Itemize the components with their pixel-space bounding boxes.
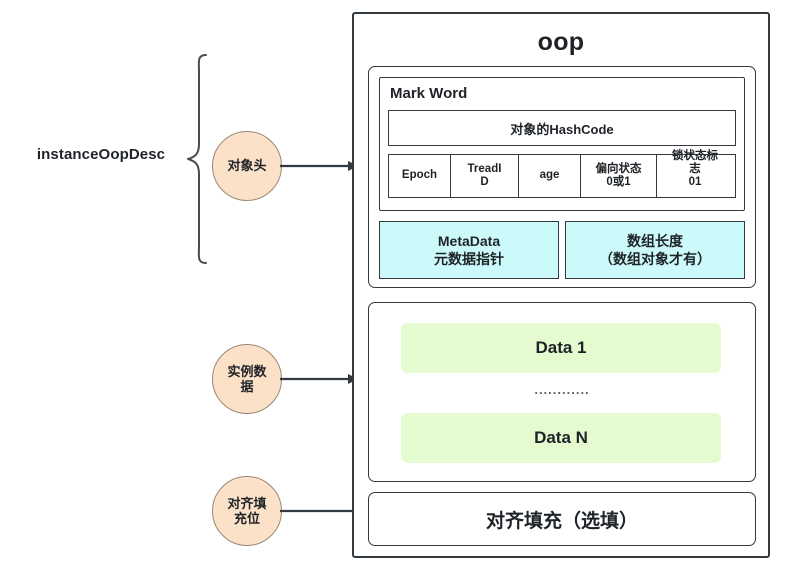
node-instance-data-label: 实例数 据	[227, 363, 267, 394]
arrow-header-to-oop	[280, 161, 358, 171]
node-object-header-label: 对象头	[227, 158, 267, 174]
data-box-first: Data 1	[401, 323, 721, 373]
mark-word-cell-epoch: Epoch	[389, 155, 451, 197]
mark-word-cell-biased-state: 偏向状态 0或1	[581, 155, 657, 197]
mark-word-cell-epoch-label: Epoch	[401, 169, 438, 182]
mark-word-cell-lock-state-label: 锁状态标 志 01	[672, 150, 718, 189]
object-header-region: Mark Word 对象的HashCode Epoch TreadI D age 偏向…	[368, 66, 756, 288]
mark-word-cell-thread-id: TreadI D	[451, 155, 519, 197]
mark-word-cell-biased-state-label: 偏向状态 0或1	[595, 162, 642, 188]
oop-container: oop Mark Word 对象的HashCode Epoch TreadI D a…	[352, 12, 770, 558]
instance-oop-desc-label: instanceOopDesc	[36, 146, 166, 163]
arrow-instance-to-data	[280, 374, 358, 384]
mark-word-cell-thread-id-label: TreadI D	[467, 162, 502, 188]
pointer-row: MetaData 元数据指针数组长度 （数组对象才有）	[379, 221, 745, 279]
alignment-padding-region: 对齐填充（选填）	[368, 492, 756, 546]
pointer-box-array-length: 数组长度 （数组对象才有）	[565, 221, 745, 279]
mark-word-cell-age-label: age	[539, 169, 560, 182]
data-ellipsis: ............	[534, 382, 590, 397]
instance-data-region: Data 1 ............ Data N	[368, 302, 756, 482]
mark-word-field-row: Epoch TreadI D age 偏向状态 0或1 锁状态标 志 01	[388, 150, 736, 198]
mark-word-box: Mark Word 对象的HashCode Epoch TreadI D age 偏向…	[379, 77, 745, 211]
node-alignment-padding[interactable]: 对齐填 充位	[212, 476, 282, 546]
pointer-box-metadata: MetaData 元数据指针	[379, 221, 559, 279]
data-box-last: Data N	[401, 413, 721, 463]
mark-word-cell-lock-state: 锁状态标 志 01	[657, 150, 733, 197]
node-object-header[interactable]: 对象头	[212, 131, 282, 201]
oop-title: oop	[537, 28, 585, 56]
mark-word-cell-age: age	[519, 155, 581, 197]
mark-word-title: Mark Word	[390, 85, 468, 102]
node-alignment-padding-label: 对齐填 充位	[227, 495, 267, 526]
hashcode-row: 对象的HashCode	[388, 110, 736, 146]
brace-bracket	[187, 54, 207, 264]
node-instance-data[interactable]: 实例数 据	[212, 344, 282, 414]
